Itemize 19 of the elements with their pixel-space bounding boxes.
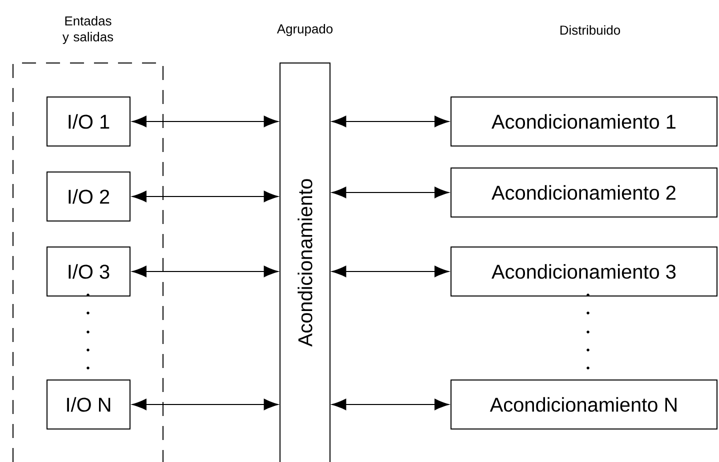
- double-arrow: [132, 116, 278, 128]
- double-arrow: [132, 266, 278, 278]
- double-arrow: [332, 186, 449, 198]
- process-box: I/O N: [46, 379, 130, 430]
- double-arrow: [332, 266, 449, 278]
- double-arrow: [332, 116, 449, 128]
- process-box: Acondicionamiento 3: [450, 246, 718, 296]
- process-box: Acondicionamiento 2: [450, 167, 718, 218]
- process-box: Acondicionamiento N: [450, 379, 718, 430]
- double-arrow: [132, 398, 278, 410]
- column-heading: Distribuido: [560, 25, 620, 35]
- process-box: I/O 1: [46, 96, 130, 146]
- process-box: I/O 3: [46, 246, 130, 296]
- double-arrow: [332, 398, 449, 410]
- process-box: Acondicionamiento 1: [450, 96, 718, 146]
- bus-box: Acondicionamiento: [280, 62, 330, 462]
- process-box: I/O 2: [46, 171, 130, 222]
- double-arrow: [132, 190, 278, 202]
- column-heading: Agrupado: [276, 24, 333, 36]
